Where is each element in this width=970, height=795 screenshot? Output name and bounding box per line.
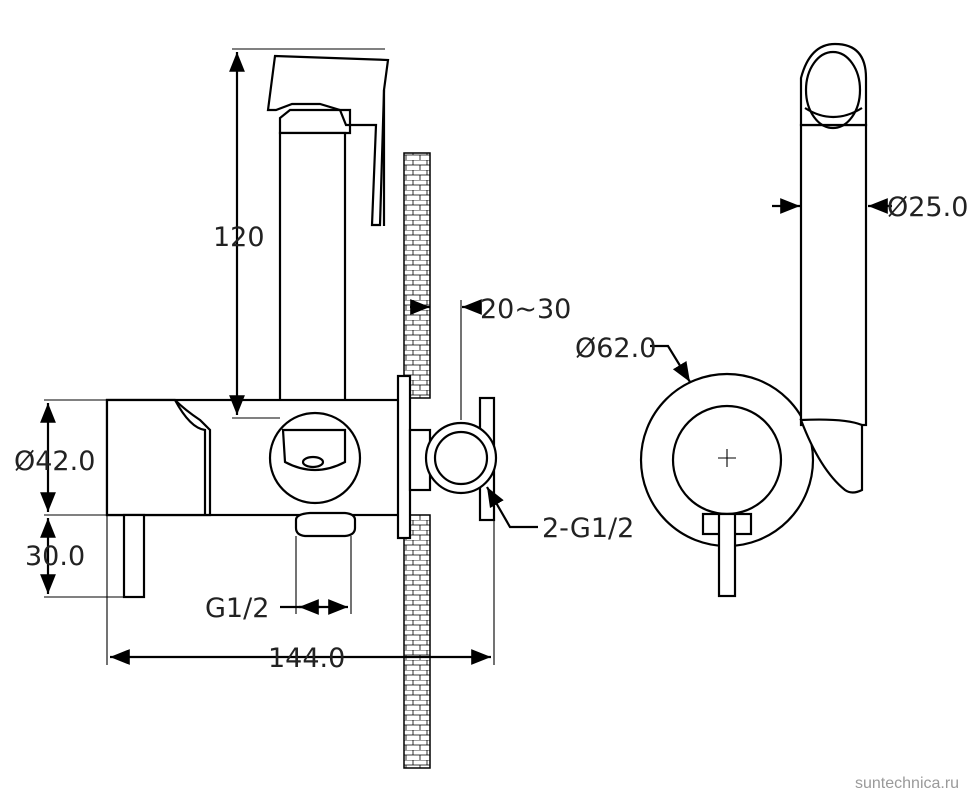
shower-head-front (799, 42, 868, 127)
shower-handle (278, 131, 347, 420)
dim-diameter-42: Ø42.0 (14, 446, 95, 477)
dim-diameter-25: Ø25.0 (887, 192, 968, 223)
lever-pin (122, 513, 146, 599)
shower-head (266, 54, 390, 227)
dimension-lines (40, 48, 892, 665)
wall-connector (408, 396, 498, 522)
mixer-side-view (105, 54, 498, 599)
dim-20-30: 20~30 (480, 294, 571, 325)
shower-handle-front (799, 123, 868, 427)
dim-30: 30.0 (25, 541, 85, 572)
wall-section (403, 152, 431, 769)
dim-2-g12: 2-G1/2 (542, 513, 634, 544)
watermark: suntechnica.ru (855, 775, 959, 792)
dim-g12: G1/2 (205, 593, 269, 624)
mixer-lever (105, 398, 212, 517)
dim-diameter-62: Ø62.0 (575, 333, 656, 364)
mixer-front-view (639, 42, 868, 598)
dim-120: 120 (213, 222, 265, 253)
outlet-nut (294, 511, 357, 538)
dim-144: 144.0 (268, 643, 345, 674)
